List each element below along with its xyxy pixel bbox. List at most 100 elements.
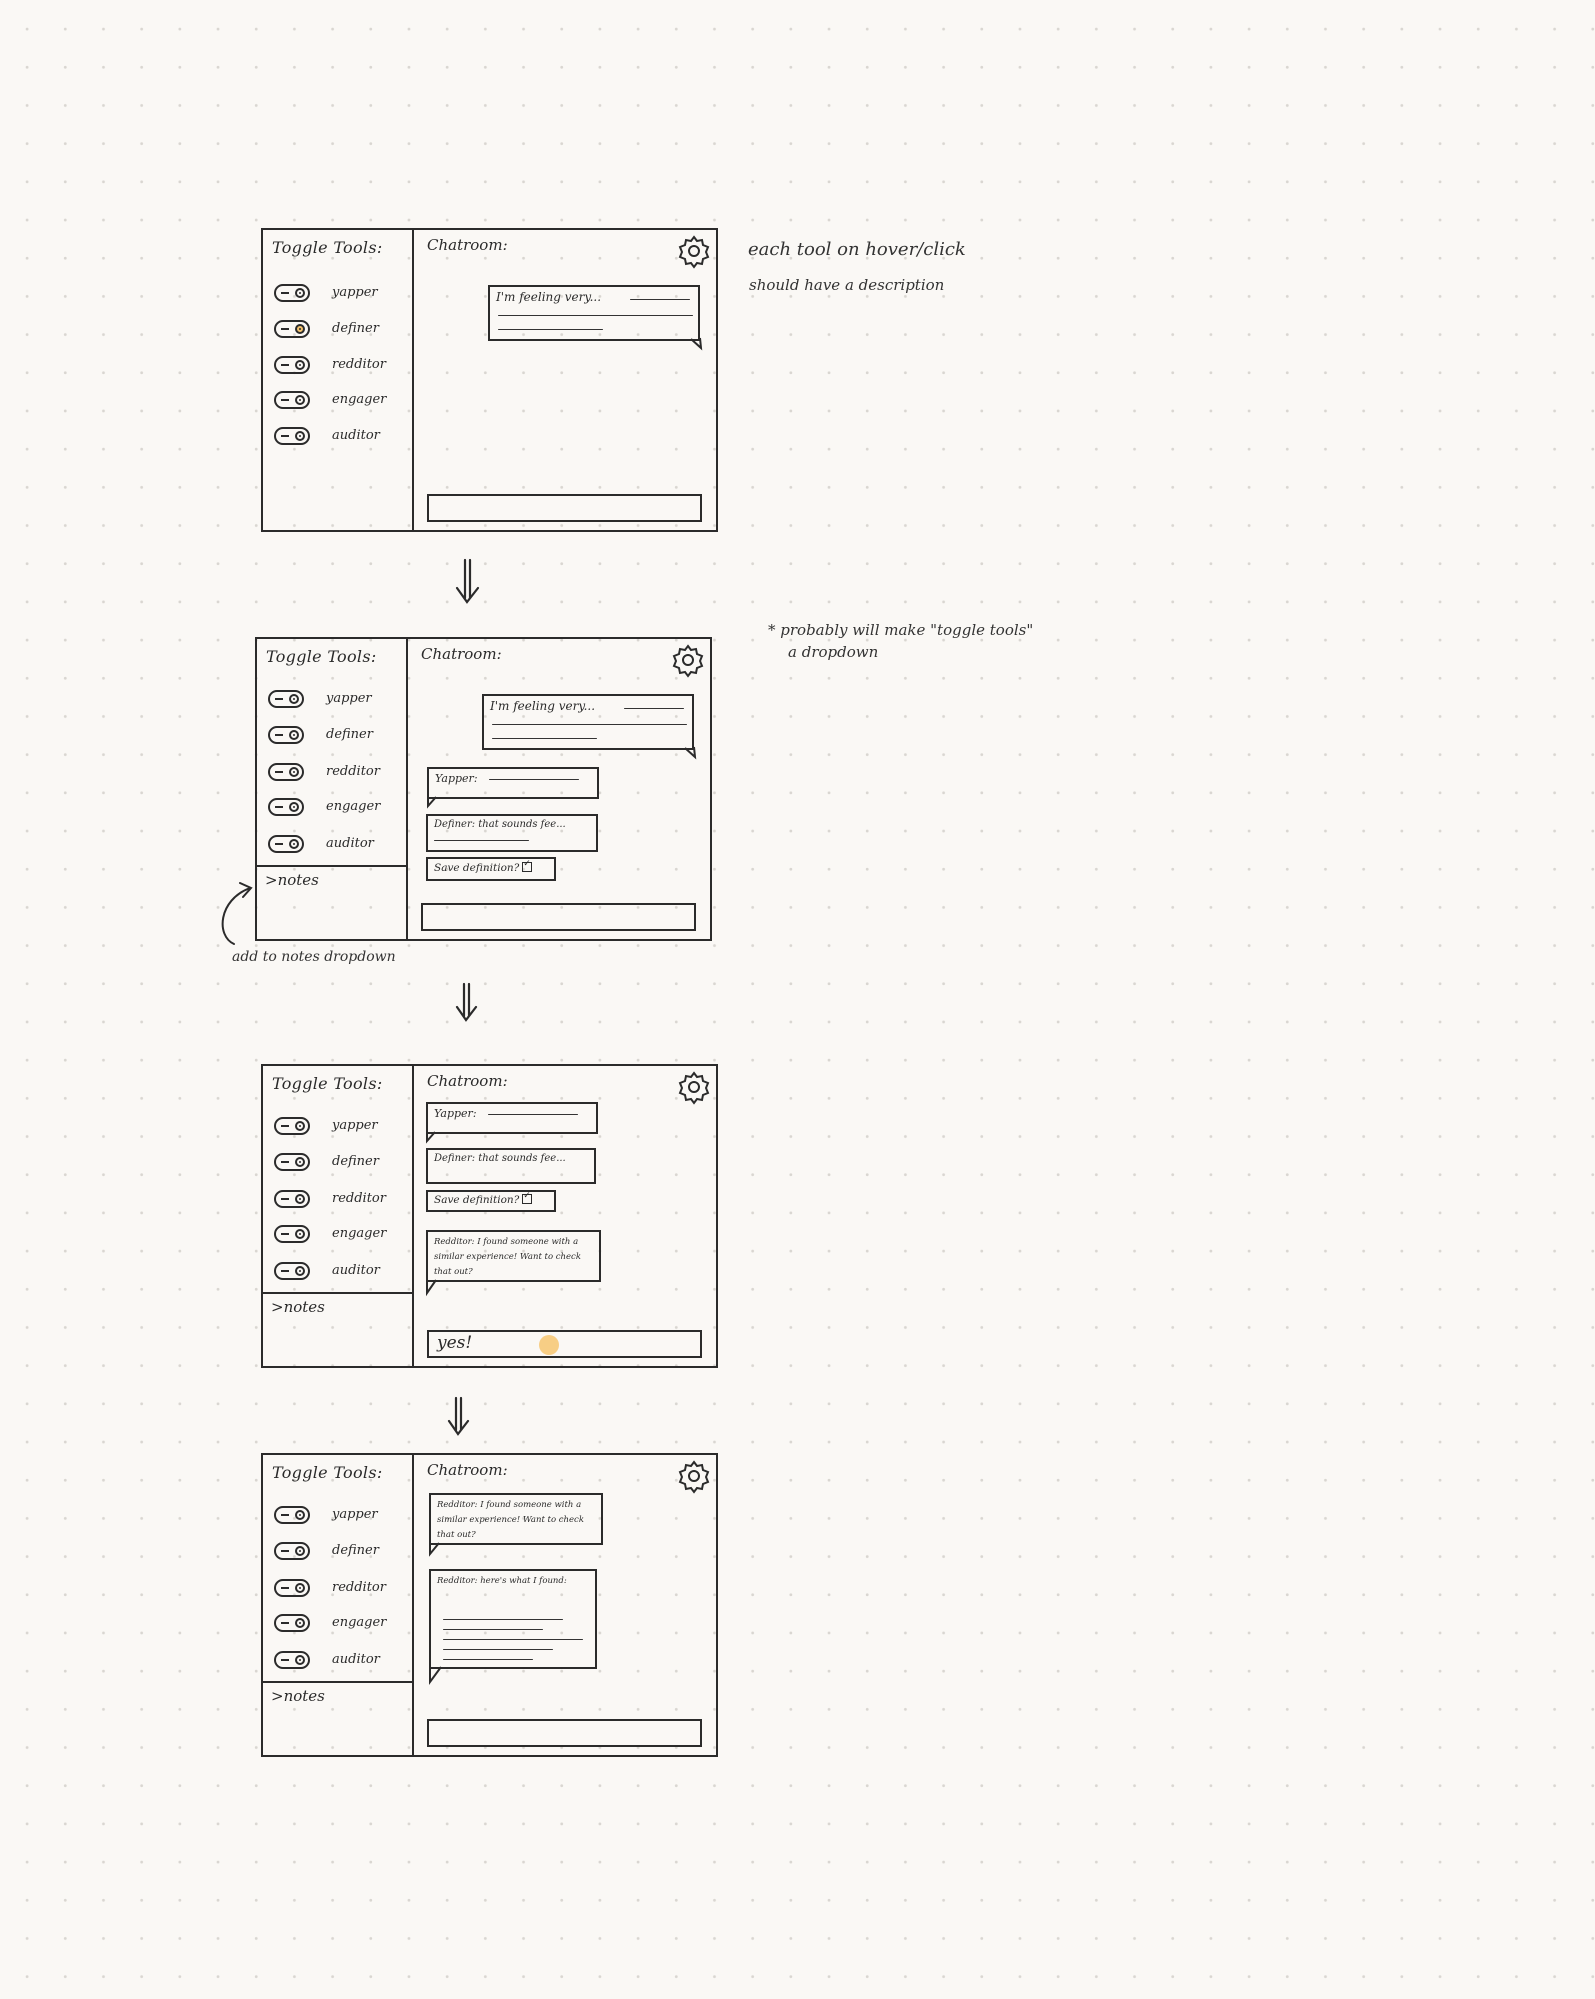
tool-auditor[interactable]: auditor (274, 425, 404, 449)
notes-dropdown[interactable]: >notes (271, 1298, 325, 1316)
save-definition-label: Save definition? (434, 862, 520, 874)
toggle-switch[interactable] (274, 1614, 310, 1632)
tool-auditor[interactable]: auditor (274, 1649, 404, 1673)
toggle-switch[interactable] (274, 284, 310, 302)
tool-label: redditor (326, 764, 380, 779)
annotation-dropdown-line2: a dropdown (788, 643, 879, 661)
toggle-switch[interactable] (274, 1190, 310, 1208)
toggle-switch[interactable] (274, 1651, 310, 1669)
redditor-reply-bubble: Redditor: here's what I found: (429, 1569, 597, 1669)
input-reply-text: yes! (437, 1333, 473, 1353)
tool-redditor[interactable]: redditor (274, 1188, 404, 1212)
toggle-switch[interactable] (268, 690, 304, 708)
chatroom-title: Chatroom: (427, 236, 508, 254)
tool-yapper[interactable]: yapper (274, 282, 404, 306)
annotation-dropdown-line1: * probably will make "toggle tools" (768, 621, 1034, 639)
tool-definer[interactable]: definer (274, 1151, 404, 1175)
yapper-text: Yapper: (434, 1107, 477, 1120)
toggle-switch-active[interactable] (274, 320, 310, 338)
checkbox-icon[interactable] (522, 1191, 533, 1204)
yapper-bubble: Yapper: (427, 767, 599, 799)
toggle-switch[interactable] (268, 763, 304, 781)
redditor-bubble: Redditor: I found someone with a similar… (429, 1493, 603, 1545)
notes-divider (263, 1292, 412, 1294)
chat-input[interactable]: yes! (427, 1330, 702, 1358)
bubble-tail (690, 337, 703, 351)
tool-label: redditor (332, 1580, 386, 1595)
tool-yapper[interactable]: yapper (274, 1115, 404, 1139)
chat-input[interactable] (421, 903, 696, 931)
definer-text: Definer: that sounds fee... (434, 819, 566, 830)
toggle-switch[interactable] (268, 835, 304, 853)
tool-redditor[interactable]: redditor (274, 354, 404, 378)
toggle-switch[interactable] (268, 726, 304, 744)
notes-dropdown[interactable]: >notes (271, 1687, 325, 1705)
save-definition-prompt[interactable]: Save definition? (426, 857, 556, 881)
chat-input[interactable] (427, 1719, 702, 1747)
toggle-tools-sidebar: Toggle Tools: yapper definer redditor en… (263, 1455, 414, 1755)
notes-dropdown[interactable]: >notes (265, 871, 319, 889)
tool-auditor[interactable]: auditor (268, 833, 398, 857)
user-message-bubble: I'm feeling very... (488, 285, 700, 341)
gear-icon[interactable] (671, 643, 705, 678)
gear-icon[interactable] (677, 1459, 711, 1494)
redditor-text: Redditor: I found someone with a similar… (437, 1500, 584, 1540)
annotation-notes-callout: add to notes dropdown (232, 949, 396, 965)
tool-label: engager (326, 799, 381, 814)
sidebar-title: Toggle Tools: (272, 238, 383, 257)
save-definition-prompt[interactable]: Save definition? (426, 1190, 556, 1212)
bubble-tail (426, 1279, 437, 1297)
toggle-switch[interactable] (274, 1153, 310, 1171)
tool-label: auditor (332, 1652, 380, 1667)
tool-definer[interactable]: definer (268, 724, 398, 748)
definer-bubble: Definer: that sounds fee... (426, 814, 598, 852)
sidebar-title: Toggle Tools: (266, 647, 377, 666)
flow-arrow-down (455, 558, 480, 604)
tool-redditor[interactable]: redditor (268, 761, 398, 785)
toggle-switch[interactable] (274, 1542, 310, 1560)
sidebar-title: Toggle Tools: (272, 1074, 383, 1093)
toggle-switch[interactable] (274, 1506, 310, 1524)
chatroom-title: Chatroom: (427, 1072, 508, 1090)
gear-icon[interactable] (677, 234, 711, 269)
toggle-switch[interactable] (274, 391, 310, 409)
tool-label: yapper (326, 691, 372, 706)
tool-definer[interactable]: definer (274, 1540, 404, 1564)
notes-divider (263, 1681, 412, 1683)
tool-yapper[interactable]: yapper (274, 1504, 404, 1528)
tool-redditor[interactable]: redditor (274, 1577, 404, 1601)
tool-engager[interactable]: engager (274, 389, 404, 413)
checkbox-icon[interactable] (522, 859, 533, 872)
toggle-tools-sidebar: Toggle Tools: yapper definer redditor en… (263, 230, 414, 530)
notes-divider (257, 865, 406, 867)
gear-icon[interactable] (677, 1070, 711, 1105)
annotation-hover-line1: each tool on hover/click (748, 239, 966, 260)
tool-auditor[interactable]: auditor (274, 1260, 404, 1284)
toggle-switch[interactable] (274, 1225, 310, 1243)
save-definition-label: Save definition? (434, 1194, 520, 1206)
toggle-switch[interactable] (274, 1262, 310, 1280)
tool-engager[interactable]: engager (268, 796, 398, 820)
redditor-reply-text: Redditor: here's what I found: (437, 1576, 567, 1586)
bubble-tail (427, 796, 437, 809)
tool-label: redditor (332, 1191, 386, 1206)
tool-label: yapper (332, 1507, 378, 1522)
tool-yapper[interactable]: yapper (268, 688, 398, 712)
tool-label: auditor (326, 836, 374, 851)
toggle-switch[interactable] (274, 1579, 310, 1597)
chat-input[interactable] (427, 494, 702, 522)
toggle-switch[interactable] (274, 356, 310, 374)
user-message-text: I'm feeling very... (496, 290, 602, 304)
tool-label: engager (332, 1226, 387, 1241)
redditor-text: Redditor: I found someone with a similar… (434, 1237, 581, 1277)
tool-definer[interactable]: definer (274, 318, 404, 342)
toggle-switch[interactable] (268, 798, 304, 816)
chatroom-title: Chatroom: (421, 645, 502, 663)
callout-arrow (221, 882, 253, 945)
bubble-tail (426, 1131, 436, 1144)
save-definition-text: Save definition? (434, 859, 533, 874)
toggle-switch[interactable] (274, 427, 310, 445)
tool-engager[interactable]: engager (274, 1612, 404, 1636)
tool-engager[interactable]: engager (274, 1223, 404, 1247)
toggle-switch[interactable] (274, 1117, 310, 1135)
